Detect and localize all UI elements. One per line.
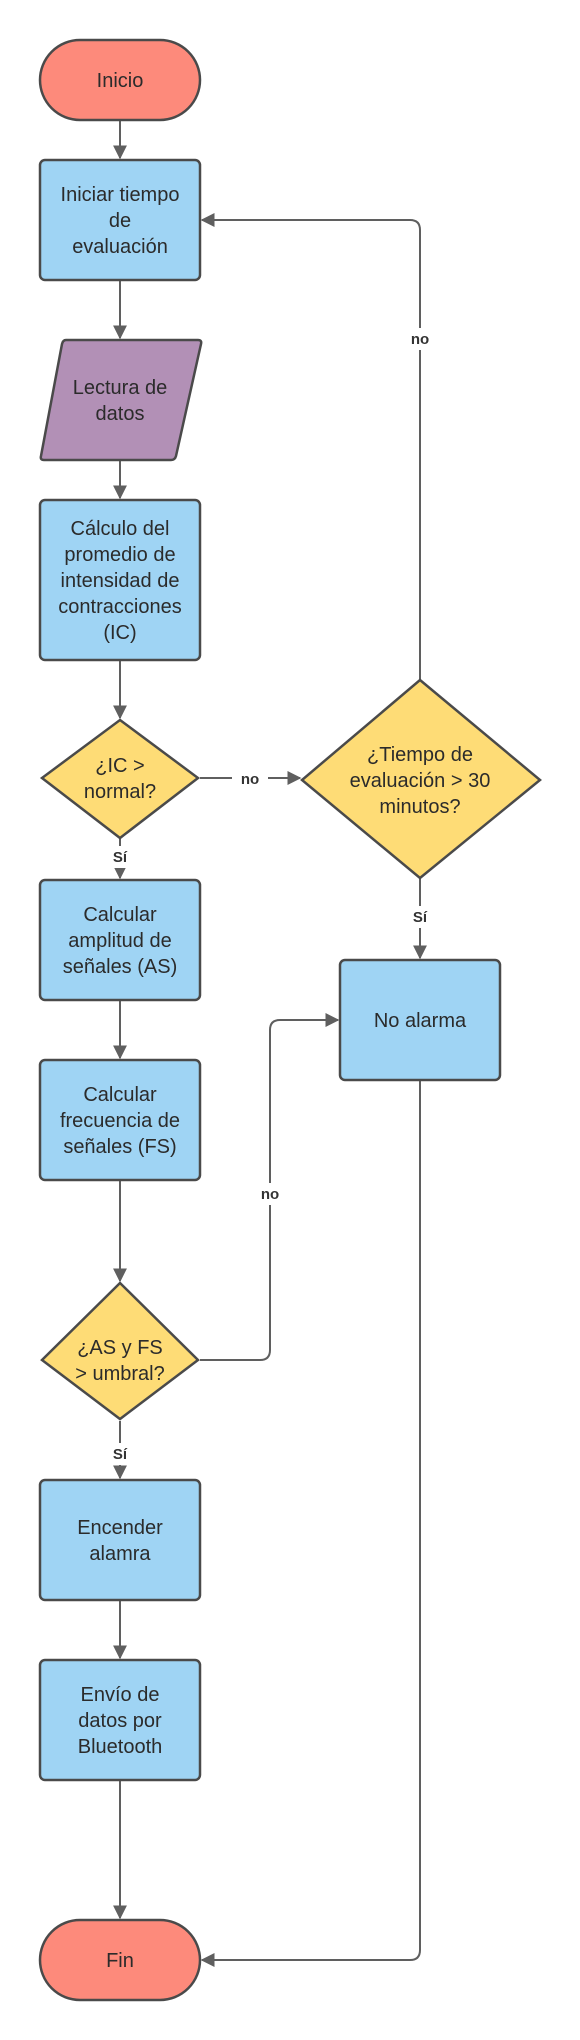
node-decision-ic-shape: [39, 718, 201, 840]
node-calculo: Cálculo del promedio de intensidad de contr…: [38, 498, 202, 662]
edge-label-umbral-si: Sí: [113, 1446, 128, 1463]
edge-labels: no Sí no Sí no Sí: [106, 328, 436, 1465]
lectura-label-line: datos: [96, 403, 145, 425]
node-no-alarma-shape: [338, 958, 502, 1082]
connectors: [113, 120, 427, 1967]
edge-label-ic-no: no: [241, 771, 259, 788]
calcular-frecuencia-label-line: señales (FS): [63, 1136, 176, 1158]
iniciar-tiempo-label-line: de: [109, 210, 131, 232]
calcular-frecuencia-label-line: Calcular: [83, 1084, 157, 1106]
node-iniciar-tiempo: Iniciar tiempo de evaluación: [38, 158, 202, 282]
node-decision-ic: ¿IC > normal?: [39, 718, 201, 840]
calculo-label-line: promedio de: [64, 544, 175, 566]
node-fin: Fin: [38, 1918, 202, 2002]
encender-label-line: Encender: [77, 1517, 163, 1539]
edge-label-bg: [232, 767, 268, 789]
calcular-amplitud-label-line: Calcular: [83, 904, 157, 926]
edge-label-tiempo-si: Sí: [413, 909, 428, 926]
node-calcular-frecuencia-shape: [38, 1058, 202, 1182]
decision-umbral-label-line: ¿AS y FS: [77, 1337, 163, 1359]
lectura-label-line: Lectura de: [73, 377, 168, 399]
decision-tiempo-label-line: evaluación > 30: [350, 770, 491, 792]
edge-label-bg: [106, 1443, 134, 1465]
iniciar-tiempo-label-line: Iniciar tiempo: [61, 184, 180, 206]
edge-noalarma-fin: [200, 1080, 421, 1967]
calculo-label-line: Cálculo del: [71, 518, 170, 540]
decision-tiempo-label-line: ¿Tiempo de: [367, 744, 473, 766]
node-envio-shape: [38, 1658, 202, 1782]
calcular-amplitud-label-line: señales (AS): [63, 956, 178, 978]
node-iniciar-tiempo-shape: [38, 158, 202, 282]
node-no-alarma: No alarma: [338, 958, 502, 1082]
node-calculo-shape: [38, 498, 202, 662]
node-lectura-shape: [39, 338, 203, 462]
envio-label-line: Bluetooth: [78, 1736, 163, 1758]
edge-label-bg: [106, 846, 134, 868]
node-calcular-frecuencia: Calcular frecuencia de señales (FS): [38, 1058, 202, 1182]
decision-ic-label-line: ¿IC >: [95, 755, 144, 777]
node-calcular-amplitud: Calcular amplitud de señales (AS): [38, 878, 202, 1002]
calculo-label-line: (IC): [103, 622, 136, 644]
envio-label-line: datos por: [78, 1710, 162, 1732]
no-alarma-label-line: No alarma: [374, 1010, 467, 1032]
node-decision-umbral-shape: [40, 1281, 200, 1421]
edge-label-bg: [406, 906, 434, 928]
node-inicio-shape: [38, 38, 202, 122]
node-lectura: Lectura de datos: [39, 338, 203, 462]
encender-label-line: alamra: [89, 1543, 151, 1565]
node-inicio: Inicio: [38, 38, 202, 122]
inicio-label-line: Inicio: [97, 70, 144, 92]
fin-label-line: Fin: [106, 1950, 134, 1972]
node-fin-shape: [38, 1918, 202, 2002]
node-calcular-amplitud-shape: [38, 878, 202, 1002]
decision-ic-label-line: normal?: [84, 781, 156, 803]
edge-tiempo-no-loop: [200, 213, 421, 680]
calculo-label-line: intensidad de: [61, 570, 180, 592]
decision-umbral-label-line: > umbral?: [75, 1363, 165, 1385]
node-encender: Encender alamra: [38, 1478, 202, 1602]
iniciar-tiempo-label-line: evaluación: [72, 236, 168, 258]
decision-tiempo-label-line: minutos?: [379, 796, 460, 818]
node-decision-tiempo-shape: [300, 678, 542, 880]
edge-label-bg: [404, 328, 436, 350]
calcular-amplitud-label-line: amplitud de: [68, 930, 171, 952]
node-decision-umbral: ¿AS y FS > umbral?: [40, 1281, 200, 1421]
calcular-frecuencia-label-line: frecuencia de: [60, 1110, 180, 1132]
edge-label-umbral-no: no: [261, 1186, 279, 1203]
edge-label-tiempo-no: no: [411, 331, 429, 348]
node-encender-shape: [38, 1478, 202, 1602]
edge-label-ic-si: Sí: [113, 849, 128, 866]
calculo-label-line: contracciones: [58, 596, 181, 618]
envio-label-line: Envío de: [81, 1684, 160, 1706]
edge-label-bg: [254, 1183, 286, 1205]
node-decision-tiempo: ¿Tiempo de evaluación > 30 minutos?: [300, 678, 542, 880]
